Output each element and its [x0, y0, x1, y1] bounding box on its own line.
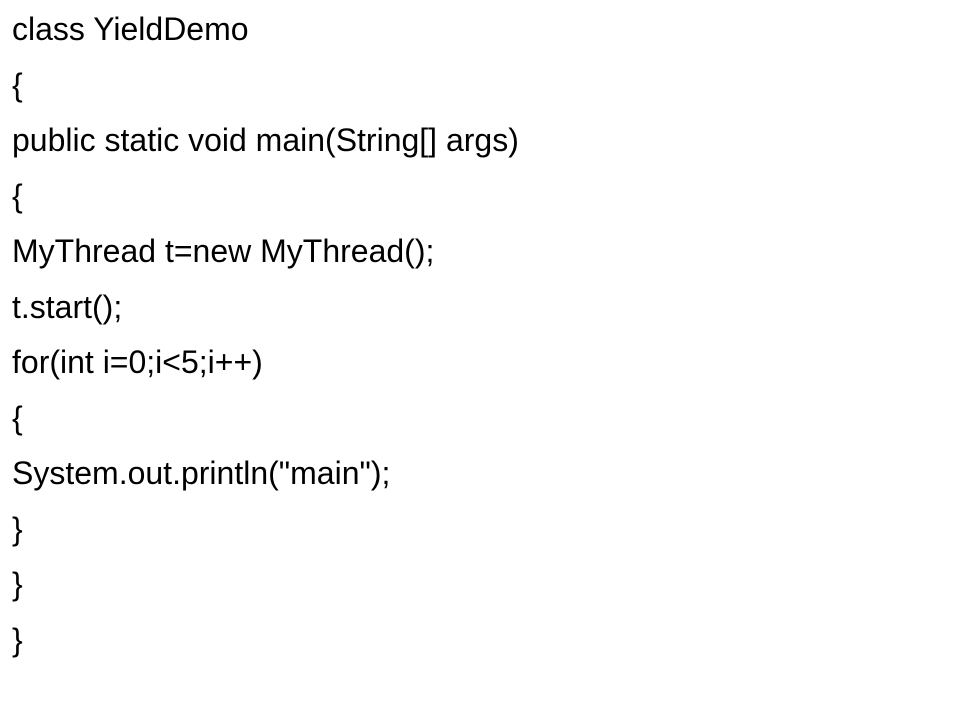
code-line: { [12, 399, 23, 436]
code-line: class YieldDemo [12, 11, 249, 47]
code-line: } [12, 510, 23, 547]
code-line: System.out.println("main"); [12, 455, 391, 491]
code-line: MyThread t=new MyThread(); [12, 233, 435, 269]
code-line: for(int i=0;i<5;i++) [12, 344, 263, 380]
code-line: { [12, 66, 23, 103]
code-line: { [12, 177, 23, 214]
code-line: } [12, 566, 23, 602]
code-line: } [12, 621, 23, 658]
code-line: t.start(); [12, 288, 123, 325]
code-line: public static void main(String[] args) [12, 122, 519, 158]
code-block: class YieldDemo { public static void mai… [12, 2, 519, 668]
